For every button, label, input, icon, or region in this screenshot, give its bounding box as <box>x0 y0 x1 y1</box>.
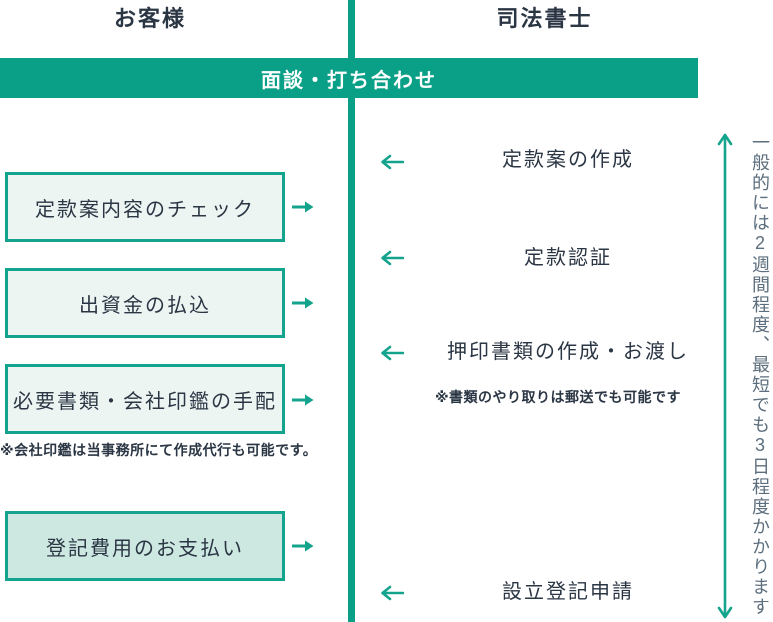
meeting-banner-label: 面談・打ち合わせ <box>261 69 437 92</box>
scrivener-column-header: 司法書士 <box>496 6 593 31</box>
scrivener-step-registration-application: 設立登記申請 <box>502 581 634 603</box>
customer-step-box-prepare-documents: 必要書類・会社印鑑の手配 <box>5 364 285 434</box>
right-arrow-icon <box>292 201 314 213</box>
left-arrow-icon <box>381 250 404 266</box>
duration-range-double-arrow-icon <box>717 133 733 619</box>
right-arrow-icon <box>292 540 314 552</box>
left-arrow-icon <box>381 154 404 170</box>
meeting-banner: 面談・打ち合わせ <box>0 58 698 98</box>
step-label: 出資金の払込 <box>79 294 211 317</box>
customer-seal-note: ※会社印鑑は当事務所にて作成代行も可能です。 <box>0 442 318 458</box>
right-arrow-icon <box>292 394 314 406</box>
step-label: 登記費用のお支払い <box>46 537 244 560</box>
customer-step-box-check-articles: 定款案内容のチェック <box>5 172 285 242</box>
duration-note: 一般的には2週間程度、最短でも3日程度かかります <box>750 133 770 617</box>
right-arrow-icon <box>292 297 314 309</box>
customer-column-header: お客様 <box>113 6 186 31</box>
customer-step-box-pay-registration-fee: 登記費用のお支払い <box>5 511 285 581</box>
left-arrow-icon <box>381 585 404 601</box>
column-divider <box>348 0 355 622</box>
scrivener-step-notarize-articles: 定款認証 <box>524 247 612 269</box>
scrivener-step-draft-articles: 定款案の作成 <box>502 149 634 171</box>
step-label: 必要書類・会社印鑑の手配 <box>13 390 277 413</box>
scrivener-step-prepare-seal-documents: 押印書類の作成・お渡し <box>447 341 689 363</box>
step-label: 定款案内容のチェック <box>35 198 255 221</box>
customer-step-box-pay-capital: 出資金の払込 <box>5 268 285 338</box>
left-arrow-icon <box>381 345 404 361</box>
mail-exchange-note: ※書類のやり取りは郵送でも可能です <box>434 389 682 405</box>
